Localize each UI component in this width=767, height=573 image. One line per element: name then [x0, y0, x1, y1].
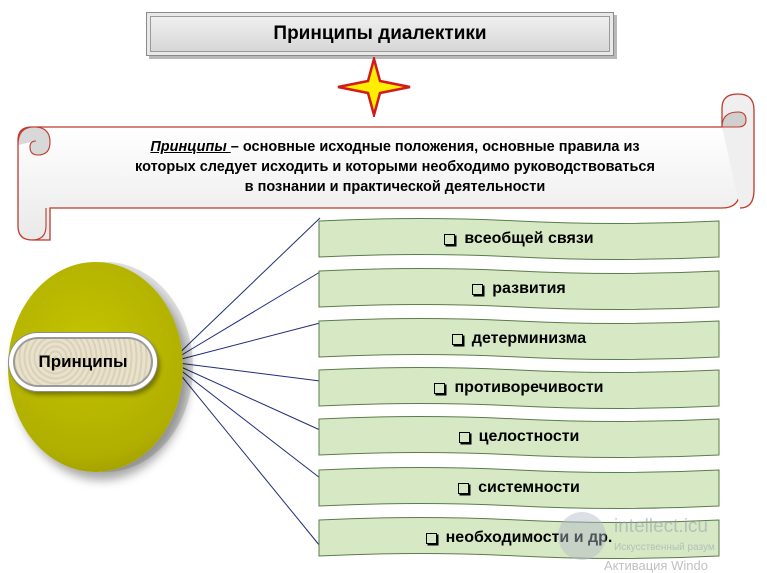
checkbox-bullet-icon	[458, 482, 470, 494]
connector-line	[169, 322, 321, 363]
banner-shape	[318, 517, 720, 559]
banner-shape	[318, 218, 720, 260]
center-label-pill	[9, 333, 157, 391]
principle-label: развития	[318, 268, 720, 310]
watermark-logo-icon	[558, 512, 606, 560]
principle-label: противоречивости	[318, 367, 720, 409]
principle-text: детерминизма	[471, 330, 587, 347]
checkbox-bullet-icon	[444, 233, 456, 245]
center-label: Принципы	[38, 352, 128, 371]
definition-line-3: в познании и практической деятельности	[244, 179, 546, 195]
principle-text: развития	[492, 280, 566, 297]
pill-texture	[14, 339, 152, 385]
principle-text: всеобщей связи	[464, 230, 594, 247]
definition-term: Принципы	[150, 139, 231, 155]
principle-label: детерминизма	[318, 318, 720, 360]
definition-line-1: Принципы – основные исходные положения, …	[50, 137, 740, 157]
principle-banner: развития	[318, 268, 720, 310]
star-icon	[337, 57, 411, 117]
definition-line-2: которых следует исходить и которыми необ…	[135, 159, 655, 175]
windows-activation-notice: Активация Windo	[604, 558, 708, 573]
principle-banner: целостности	[318, 416, 720, 458]
connector-line	[169, 361, 321, 479]
connector-line	[169, 361, 321, 431]
principle-text: необходимости и др.	[445, 529, 613, 546]
principle-text: целостности	[478, 428, 580, 445]
checkbox-bullet-icon	[472, 283, 484, 295]
principle-label: системности	[318, 467, 720, 509]
principle-banner: необходимости и др.	[318, 517, 720, 559]
watermark-tagline: Искусственный разум	[614, 542, 715, 553]
checkbox-bullet-icon	[458, 431, 470, 443]
principle-text: противоречивости	[454, 379, 604, 396]
principle-banner: противоречивости	[318, 367, 720, 409]
definition-text: Принципы – основные исходные положения, …	[50, 137, 740, 197]
principle-banner: системности	[318, 467, 720, 509]
connector-line	[169, 271, 321, 363]
definition-line-1-rest: основные исходные положения, основные пр…	[242, 139, 640, 155]
banner-shape	[318, 367, 720, 409]
definition-scroll	[17, 93, 755, 241]
principle-label: целостности	[318, 416, 720, 458]
checkbox-bullet-icon	[434, 382, 446, 394]
banner-shape	[318, 268, 720, 310]
watermark-site: intellect.icu	[614, 516, 708, 537]
banner-shape	[318, 467, 720, 509]
page-title: Принципы диалектики	[146, 12, 614, 56]
principle-banner: детерминизма	[318, 318, 720, 360]
connector-line	[169, 361, 321, 382]
connector-line	[169, 217, 321, 363]
principle-banner: всеобщей связи	[318, 218, 720, 260]
principle-label: всеобщей связи	[318, 218, 720, 260]
banner-shape	[318, 318, 720, 360]
connector-line	[169, 361, 321, 547]
checkbox-bullet-icon	[451, 333, 463, 345]
checkbox-bullet-icon	[425, 532, 437, 544]
banner-shape	[318, 416, 720, 458]
definition-dash: –	[230, 139, 243, 155]
principle-text: системности	[478, 479, 580, 496]
principle-label: необходимости и др.	[318, 517, 720, 559]
